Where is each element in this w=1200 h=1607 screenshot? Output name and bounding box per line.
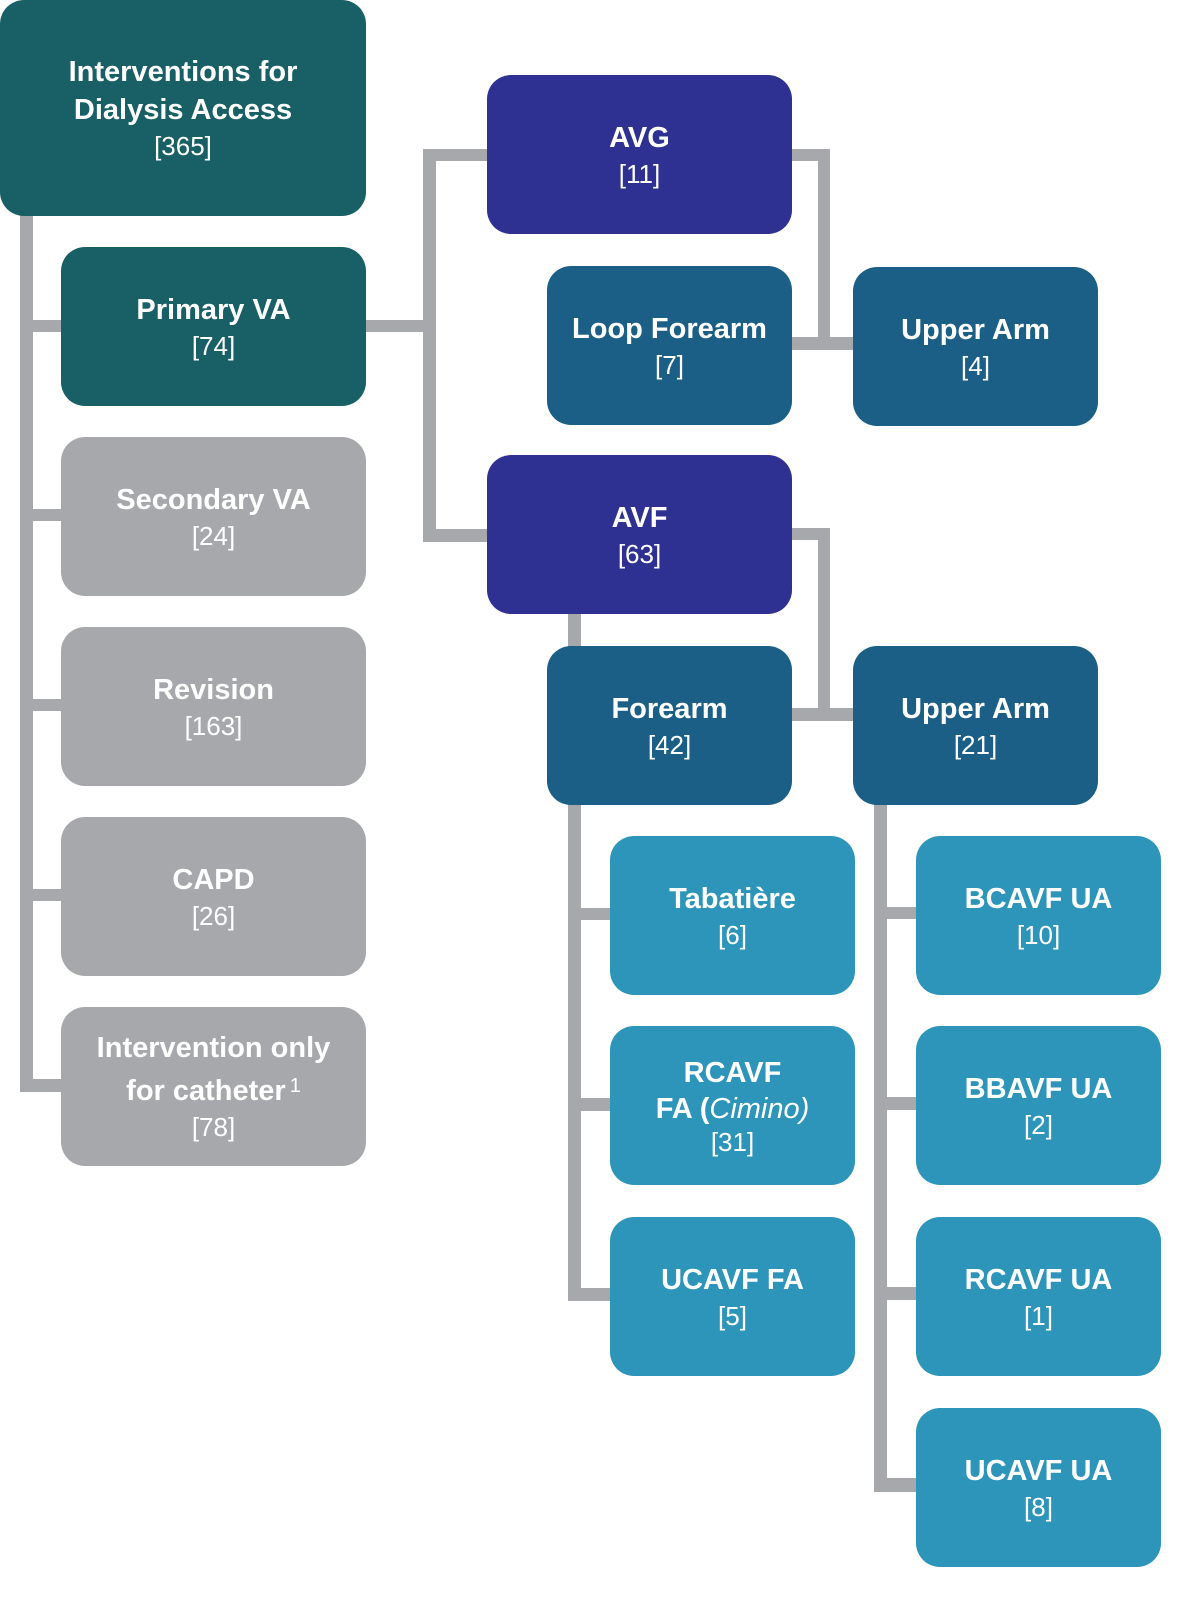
connector-capd — [20, 889, 65, 901]
node-avg-upper-arm-label: Upper Arm — [901, 313, 1050, 346]
node-bcavf-ua: BCAVF UA [10] — [916, 836, 1161, 995]
node-rcavf-fa-line1: RCAVF — [683, 1056, 782, 1089]
node-secondary-va-label: Secondary VA — [116, 483, 311, 516]
node-ucavf-ua: UCAVF UA [8] — [916, 1408, 1161, 1567]
node-avg-upper-arm: Upper Arm [4] — [853, 267, 1098, 426]
node-bcavf-ua-count: [10] — [1016, 919, 1061, 950]
connector-avg-split — [790, 337, 856, 350]
node-revision-label: Revision — [153, 673, 274, 706]
node-ucavf-fa: UCAVF FA [5] — [610, 1217, 855, 1376]
node-bbavf-ua: BBAVF UA [2] — [916, 1026, 1161, 1185]
connector-upper-arm-rail — [874, 800, 887, 1492]
connector-type-rail — [423, 149, 436, 542]
node-avg-loop-forearm: Loop Forearm [7] — [547, 266, 792, 425]
connector-catheter — [20, 1079, 65, 1092]
node-avf-label: AVF — [611, 501, 668, 534]
node-avg: AVG [11] — [487, 75, 792, 234]
node-avg-count: [11] — [618, 158, 661, 189]
node-primary-va-label: Primary VA — [136, 293, 291, 326]
node-avf-upper-arm-count: [21] — [953, 729, 998, 760]
node-ucavf-ua-count: [8] — [1024, 1491, 1053, 1522]
connector-root-rail — [20, 210, 33, 1092]
connector-rcavf-ua — [874, 1287, 920, 1300]
node-revision: Revision [163] — [61, 627, 366, 786]
node-avf-upper-arm-label: Upper Arm — [901, 692, 1050, 725]
node-bbavf-ua-count: [2] — [1024, 1109, 1053, 1140]
node-avf-forearm-label: Forearm — [611, 692, 728, 725]
node-catheter-label: Intervention only for catheter — [96, 1032, 331, 1107]
node-primary-va: Primary VA [74] — [61, 247, 366, 406]
node-ucavf-ua-label: UCAVF UA — [964, 1454, 1113, 1487]
node-rcavf-fa: RCAVF FA (Cimino) [31] — [610, 1026, 855, 1185]
node-avf: AVF [63] — [487, 455, 792, 614]
node-avf-forearm-count: [42] — [647, 729, 692, 760]
node-bcavf-ua-label: BCAVF UA — [964, 882, 1113, 915]
node-avg-label: AVG — [609, 121, 670, 154]
node-secondary-va: Secondary VA [24] — [61, 437, 366, 596]
node-avf-forearm: Forearm [42] — [547, 646, 792, 805]
node-ucavf-fa-count: [5] — [718, 1300, 747, 1331]
node-avf-upper-arm: Upper Arm [21] — [853, 646, 1098, 805]
connector-forearm-rail — [568, 800, 581, 1300]
connector-primary-va-out — [365, 320, 435, 332]
connector-ucavf-ua — [874, 1478, 920, 1492]
node-capd-label: CAPD — [172, 863, 255, 896]
node-capd: CAPD [26] — [61, 817, 366, 976]
node-rcavf-fa-line2: FA (Cimino) — [656, 1091, 810, 1127]
connector-avf-forearm — [568, 610, 581, 650]
connector-avf-split — [790, 708, 856, 721]
node-rcavf-ua-count: [1] — [1024, 1300, 1053, 1331]
footnote-marker: 1 — [289, 1075, 301, 1097]
node-avf-count: [63] — [617, 538, 662, 569]
node-capd-count: [26] — [191, 900, 236, 931]
connector-rcavf-fa — [568, 1098, 614, 1111]
connector-bcavf-ua — [874, 907, 920, 919]
node-root-count: [365] — [154, 131, 212, 161]
connector-avg — [423, 149, 493, 161]
connector-avf — [423, 529, 493, 542]
node-avg-loop-forearm-count: [7] — [655, 349, 684, 380]
connector-primary-va — [20, 320, 65, 332]
node-rcavf-ua: RCAVF UA [1] — [916, 1217, 1161, 1376]
connector-avg-rail — [818, 149, 830, 349]
node-avg-loop-forearm-label: Loop Forearm — [572, 312, 767, 345]
node-secondary-va-count: [24] — [191, 520, 236, 551]
connector-tabatiere — [568, 908, 614, 920]
connector-bbavf-ua — [874, 1097, 920, 1110]
node-revision-count: [163] — [184, 710, 243, 741]
node-root: Interventions for Dialysis Access [365] — [0, 0, 366, 216]
connector-revision — [20, 699, 65, 711]
node-tabatiere-label: Tabatière — [669, 882, 796, 915]
node-ucavf-fa-label: UCAVF FA — [661, 1263, 804, 1296]
node-avg-upper-arm-count: [4] — [961, 350, 990, 381]
node-tabatiere-count: [6] — [718, 919, 747, 950]
node-rcavf-fa-count: [31] — [710, 1126, 755, 1157]
node-rcavf-fa-line2-prefix: FA ( — [655, 1092, 710, 1125]
node-tabatiere: Tabatière [6] — [610, 836, 855, 995]
node-catheter-count: [78] — [191, 1112, 236, 1142]
node-bbavf-ua-label: BBAVF UA — [964, 1072, 1113, 1105]
connector-ucavf-fa — [568, 1288, 614, 1301]
connector-secondary-va — [20, 509, 65, 521]
connector-avf-rail — [818, 528, 830, 720]
node-primary-va-count: [74] — [191, 330, 236, 361]
node-rcavf-ua-label: RCAVF UA — [964, 1263, 1113, 1296]
node-root-label: Interventions for Dialysis Access — [68, 56, 298, 126]
node-rcavf-fa-line2-italic: Cimino) — [709, 1092, 810, 1125]
